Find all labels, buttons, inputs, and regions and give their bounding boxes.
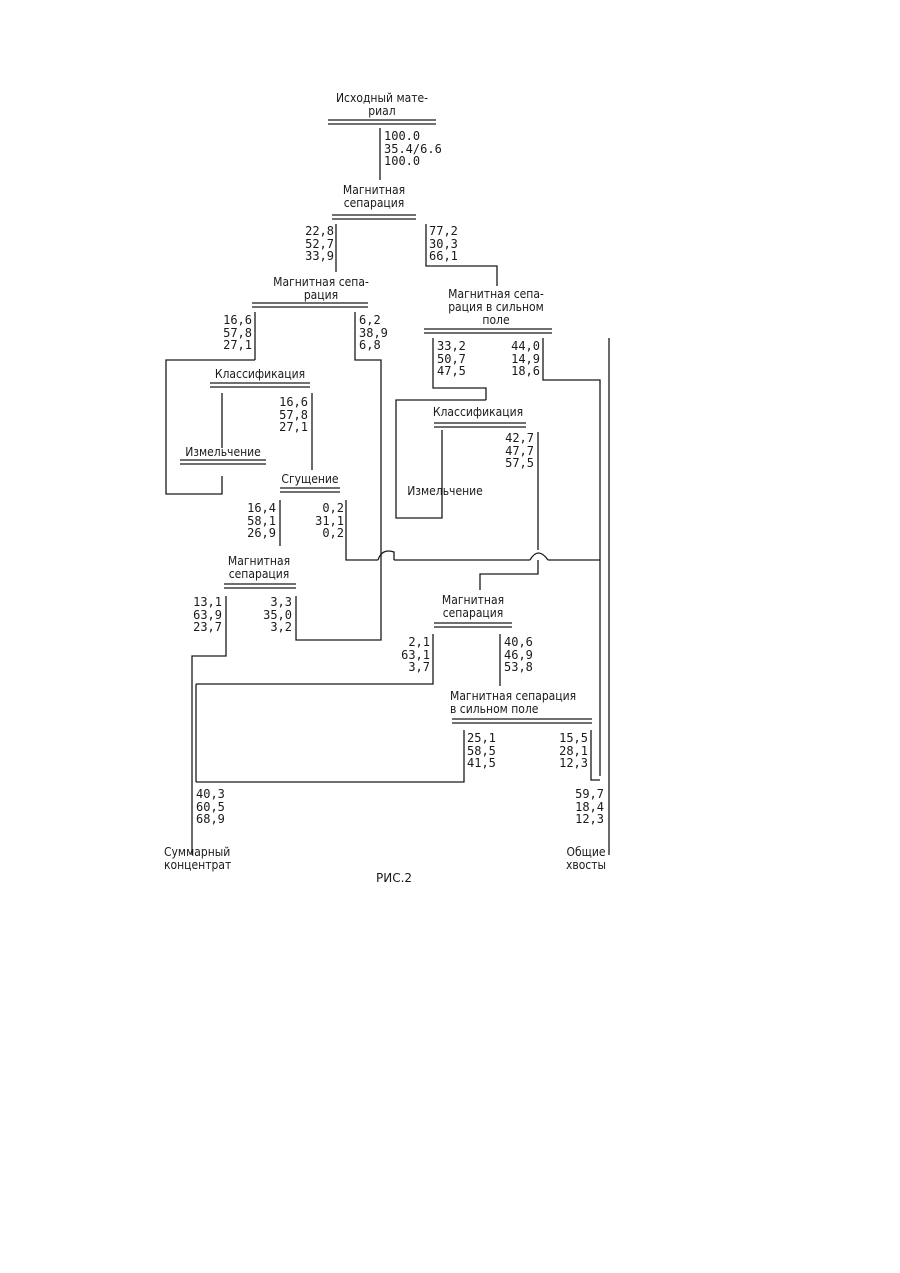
figure-caption: РИС.2 bbox=[376, 872, 412, 885]
stream-ms1-mag: 22,8 52,7 33,9 bbox=[296, 225, 334, 263]
stream-ms4-mag: 2,1 63,1 3,7 bbox=[392, 636, 430, 674]
stream-value: 0,2 bbox=[306, 502, 344, 515]
high-field-separation-2: Магнитная сепарация в сильном поле bbox=[450, 690, 600, 716]
stream-ms4-nonmag: 40,6 46,9 53,8 bbox=[504, 636, 533, 674]
stream-value: 66,1 bbox=[429, 250, 458, 263]
stream-ms1-nonmag: 77,2 30,3 66,1 bbox=[429, 225, 458, 263]
stream-value: 16,4 bbox=[238, 502, 276, 515]
stream-thick-over: 0,2 31,1 0,2 bbox=[306, 502, 344, 540]
stream-value: 26,9 bbox=[238, 527, 276, 540]
stream-total-conc: 40,3 60,5 68,9 bbox=[196, 788, 225, 826]
ms3-label-2: сепарация bbox=[218, 568, 300, 581]
total-tails-label-2: хвосты bbox=[556, 859, 616, 872]
stream-hms1-mag: 33,2 50,7 47,5 bbox=[437, 340, 466, 378]
stream-ms2-mag: 16,6 57,8 27,1 bbox=[214, 314, 252, 352]
stream-value: 25,1 bbox=[467, 732, 496, 745]
stream-value: 59,7 bbox=[564, 788, 604, 801]
stream-value: 27,1 bbox=[214, 339, 252, 352]
magnetic-separation-4: Магнитная сепарация bbox=[428, 594, 518, 620]
stream-value: 3,7 bbox=[392, 661, 430, 674]
stream-ms3-mag: 13,1 63,9 23,7 bbox=[184, 596, 222, 634]
stream-value: 40,3 bbox=[196, 788, 225, 801]
class1-label: Классификация bbox=[215, 367, 305, 381]
stream-thick-under: 16,4 58,1 26,9 bbox=[238, 502, 276, 540]
grinding-2: Измельчение bbox=[400, 485, 490, 498]
stream-hms2-mag: 25,1 58,5 41,5 bbox=[467, 732, 496, 770]
stream-feed: 100.0 35.4/6.6 100.0 bbox=[384, 130, 442, 168]
stream-value: 13,1 bbox=[184, 596, 222, 609]
total-conc-label-2: концентрат bbox=[164, 859, 250, 872]
stream-ms3-nonmag: 3,3 35,0 3,2 bbox=[254, 596, 292, 634]
thick-label: Сгущение bbox=[281, 472, 338, 486]
magnetic-separation-2: Магнитная сепа- рация bbox=[264, 276, 378, 302]
thickening: Сгущение bbox=[276, 473, 344, 486]
stream-value: 53,8 bbox=[504, 661, 533, 674]
stream-value: 16,6 bbox=[214, 314, 252, 327]
magnetic-separation-3: Магнитная сепарация bbox=[218, 555, 300, 581]
magnetic-separation-1: Магнитная сепарация bbox=[328, 184, 420, 210]
total-concentrate: Суммарный концентрат bbox=[164, 846, 250, 872]
stream-value: 40,6 bbox=[504, 636, 533, 649]
hms1-label-3: поле bbox=[430, 314, 562, 327]
grinding-1: Измельчение bbox=[176, 446, 270, 459]
stream-class2-out: 42,7 47,7 57,5 bbox=[494, 432, 534, 470]
stream-lines bbox=[166, 128, 609, 855]
stream-hms1-nonmag: 44,0 14,9 18,6 bbox=[502, 340, 540, 378]
stream-value: 68,9 bbox=[196, 813, 225, 826]
stream-value: 16,6 bbox=[270, 396, 308, 409]
stream-value: 33,9 bbox=[296, 250, 334, 263]
stream-value: 12,3 bbox=[564, 813, 604, 826]
stream-value: 100.0 bbox=[384, 155, 442, 168]
stream-value: 3,2 bbox=[254, 621, 292, 634]
total-tails: Общие хвосты bbox=[556, 846, 616, 872]
stream-class1-out: 16,6 57,8 27,1 bbox=[270, 396, 308, 434]
grind1-label: Измельчение bbox=[185, 445, 261, 459]
stream-value: 100.0 bbox=[384, 130, 442, 143]
feed-label-2: риал bbox=[324, 105, 440, 118]
ms2-label-2: рация bbox=[264, 289, 378, 302]
classification-1: Классификация bbox=[204, 368, 316, 381]
stream-value: 3,3 bbox=[254, 596, 292, 609]
stream-value: 18,6 bbox=[502, 365, 540, 378]
classification-2: Классификация bbox=[426, 406, 530, 419]
stream-value: 44,0 bbox=[502, 340, 540, 353]
stream-value: 12,3 bbox=[548, 757, 588, 770]
hms2-label-2: в сильном поле bbox=[450, 703, 600, 716]
stream-value: 2,1 bbox=[392, 636, 430, 649]
stream-value: 15,5 bbox=[548, 732, 588, 745]
ms1-label-2: сепарация bbox=[328, 197, 420, 210]
stream-value: 33,2 bbox=[437, 340, 466, 353]
stream-value: 57,5 bbox=[494, 457, 534, 470]
stream-value: 47,5 bbox=[437, 365, 466, 378]
stream-total-tails: 59,7 18,4 12,3 bbox=[564, 788, 604, 826]
stream-value: 23,7 bbox=[184, 621, 222, 634]
high-field-separation-1: Магнитная сепа- рация в сильном поле bbox=[430, 288, 562, 327]
ms4-label-2: сепарация bbox=[428, 607, 518, 620]
stream-value: 22,8 bbox=[296, 225, 334, 238]
stream-value: 27,1 bbox=[270, 421, 308, 434]
feed-node: Исходный мате- риал bbox=[324, 92, 440, 118]
stream-ms2-nonmag: 6,2 38,9 6,8 bbox=[359, 314, 388, 352]
stream-value: 6,8 bbox=[359, 339, 388, 352]
stream-value: 41,5 bbox=[467, 757, 496, 770]
node-underlines bbox=[180, 120, 592, 723]
class2-label: Классификация bbox=[433, 405, 523, 419]
stream-value: 0,2 bbox=[306, 527, 344, 540]
stream-value: 77,2 bbox=[429, 225, 458, 238]
stream-value: 42,7 bbox=[494, 432, 534, 445]
stream-hms2-nonmag: 15,5 28,1 12,3 bbox=[548, 732, 588, 770]
grind2-label: Измельчение bbox=[407, 484, 483, 498]
stream-value: 6,2 bbox=[359, 314, 388, 327]
